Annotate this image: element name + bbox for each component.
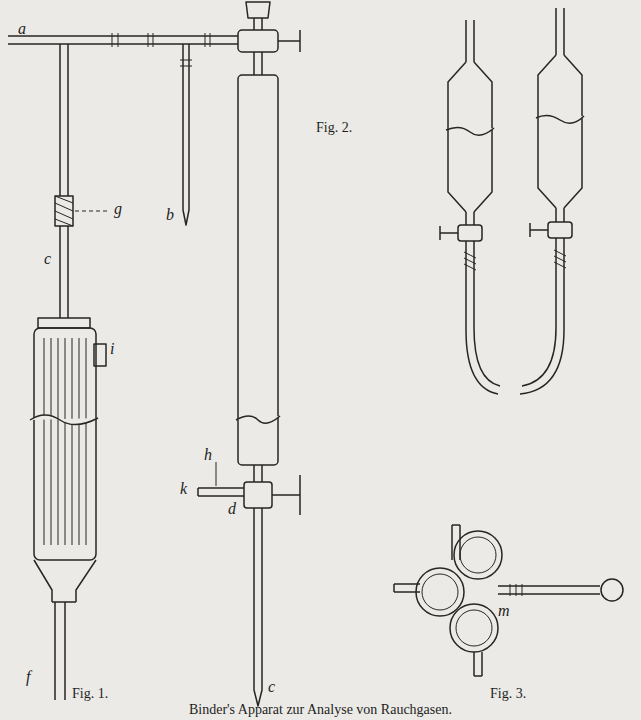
pipette-bulb bbox=[538, 55, 582, 208]
figure-caption: Binder's Apparat zur Analyse von Rauchga… bbox=[0, 702, 641, 717]
part-letter: f bbox=[26, 668, 30, 686]
glass-tube bbox=[254, 465, 262, 482]
figure-label: Fig. 2. bbox=[316, 120, 352, 135]
tube-joint bbox=[112, 33, 210, 47]
rubber-tube bbox=[520, 238, 564, 394]
glass-tube bbox=[556, 208, 564, 222]
part-letter: a bbox=[18, 20, 26, 38]
stopcock-handle bbox=[530, 223, 548, 237]
glass-tube bbox=[55, 602, 65, 700]
stopcock-disc bbox=[460, 537, 496, 573]
tube-joint bbox=[510, 584, 522, 596]
break-line bbox=[30, 415, 98, 425]
stopcock bbox=[458, 225, 482, 241]
stopcock-handle bbox=[278, 30, 300, 52]
stopcock bbox=[238, 30, 278, 52]
glass-tube bbox=[60, 44, 68, 196]
part-letter: i bbox=[110, 340, 114, 358]
stopcock-handle bbox=[452, 525, 460, 560]
break-line bbox=[536, 115, 584, 123]
break-line bbox=[236, 416, 280, 423]
side-tube bbox=[198, 488, 244, 496]
stopcock-handle bbox=[394, 584, 420, 592]
stopcock-disc bbox=[422, 574, 458, 610]
part-letter: d bbox=[228, 500, 236, 518]
glass-tube bbox=[60, 226, 68, 318]
stopper bbox=[38, 318, 90, 328]
glass-tube bbox=[254, 52, 262, 75]
measuring-burette bbox=[238, 75, 278, 465]
stopcock-disc bbox=[416, 568, 464, 616]
stopcock-handle bbox=[440, 226, 458, 240]
funnel bbox=[246, 2, 270, 18]
stopcock-knob bbox=[601, 579, 623, 601]
coupling-hatch bbox=[554, 250, 566, 268]
glass-tube bbox=[556, 8, 564, 55]
vessel-outlet bbox=[34, 560, 96, 602]
inner-tubes bbox=[44, 338, 86, 545]
coupling-hatch bbox=[55, 196, 73, 226]
glass-tube bbox=[8, 36, 238, 44]
absorption-vessel bbox=[34, 328, 96, 560]
stopcock bbox=[244, 482, 272, 508]
tube-joint bbox=[180, 60, 192, 66]
coupling-hatch bbox=[464, 252, 476, 270]
part-letter: c bbox=[268, 678, 275, 696]
stopcock-disc bbox=[450, 604, 498, 652]
part-letter: m bbox=[498, 602, 510, 620]
stopcock-disc bbox=[454, 531, 502, 579]
stopcock-disc bbox=[456, 610, 492, 646]
figure-label: Fig. 1. bbox=[72, 686, 108, 701]
glass-tip bbox=[254, 508, 262, 706]
break-line bbox=[446, 127, 494, 135]
part-letter: b bbox=[166, 206, 174, 224]
rubber-coupling bbox=[55, 196, 73, 226]
leader-line bbox=[216, 462, 217, 486]
part-letter: k bbox=[180, 480, 187, 498]
glass-tube bbox=[254, 18, 262, 30]
glass-tube bbox=[466, 20, 474, 62]
part-letter: h bbox=[204, 446, 212, 464]
figure-label: Fig. 3. bbox=[490, 686, 526, 701]
rubber-tube bbox=[466, 241, 500, 394]
pipette-bulb bbox=[448, 62, 492, 212]
part-letter: c bbox=[44, 250, 51, 268]
clamp bbox=[94, 344, 106, 366]
glass-tube bbox=[183, 44, 189, 225]
stopcock-handle bbox=[474, 652, 482, 676]
stopcock bbox=[548, 222, 572, 238]
part-letter: g bbox=[114, 200, 122, 218]
stopcock-handle bbox=[272, 475, 300, 515]
glass-tube bbox=[498, 586, 600, 594]
leader-line bbox=[75, 211, 110, 212]
glass-tube bbox=[466, 212, 474, 225]
